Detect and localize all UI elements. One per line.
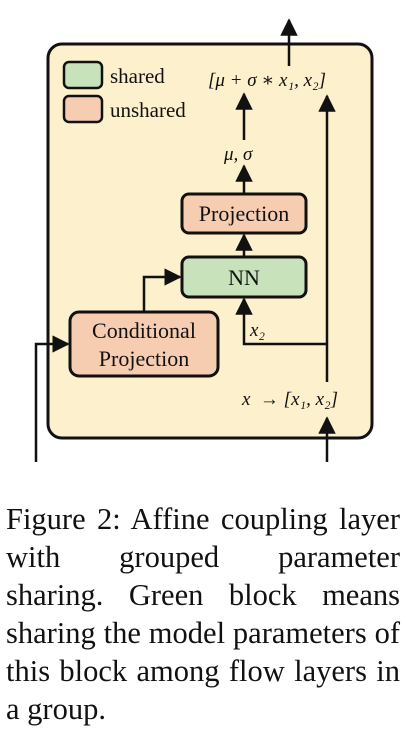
conditional-projection-label-line2: Projection xyxy=(99,346,189,371)
figure-caption: Figure 2: Affine coupling layer with gro… xyxy=(6,502,400,726)
x2-label: x₂ xyxy=(249,320,265,341)
coupling-layer-diagram: shared unshared [μ + σ ∗ x₁, x₂] μ, σ Pr… xyxy=(34,18,374,462)
legend-shared-swatch xyxy=(62,60,104,90)
input-split-label: x → [x₁, x₂] xyxy=(241,389,338,410)
projection-label: Projection xyxy=(199,201,289,226)
x2-to-nn-arrow xyxy=(235,297,327,346)
legend-shared-label: shared xyxy=(110,64,165,88)
legend-unshared-label: unshared xyxy=(110,98,186,122)
conditional-projection-label-line1: Conditional xyxy=(92,318,196,343)
condition-input-arrow xyxy=(34,335,70,462)
nn-label: NN xyxy=(228,265,260,290)
mu-sigma-label: μ, σ xyxy=(223,144,253,165)
conditional-to-nn-arrow xyxy=(142,268,182,312)
output-label: [μ + σ ∗ x₁, x₂] xyxy=(208,70,326,91)
legend-unshared-swatch xyxy=(62,94,104,124)
